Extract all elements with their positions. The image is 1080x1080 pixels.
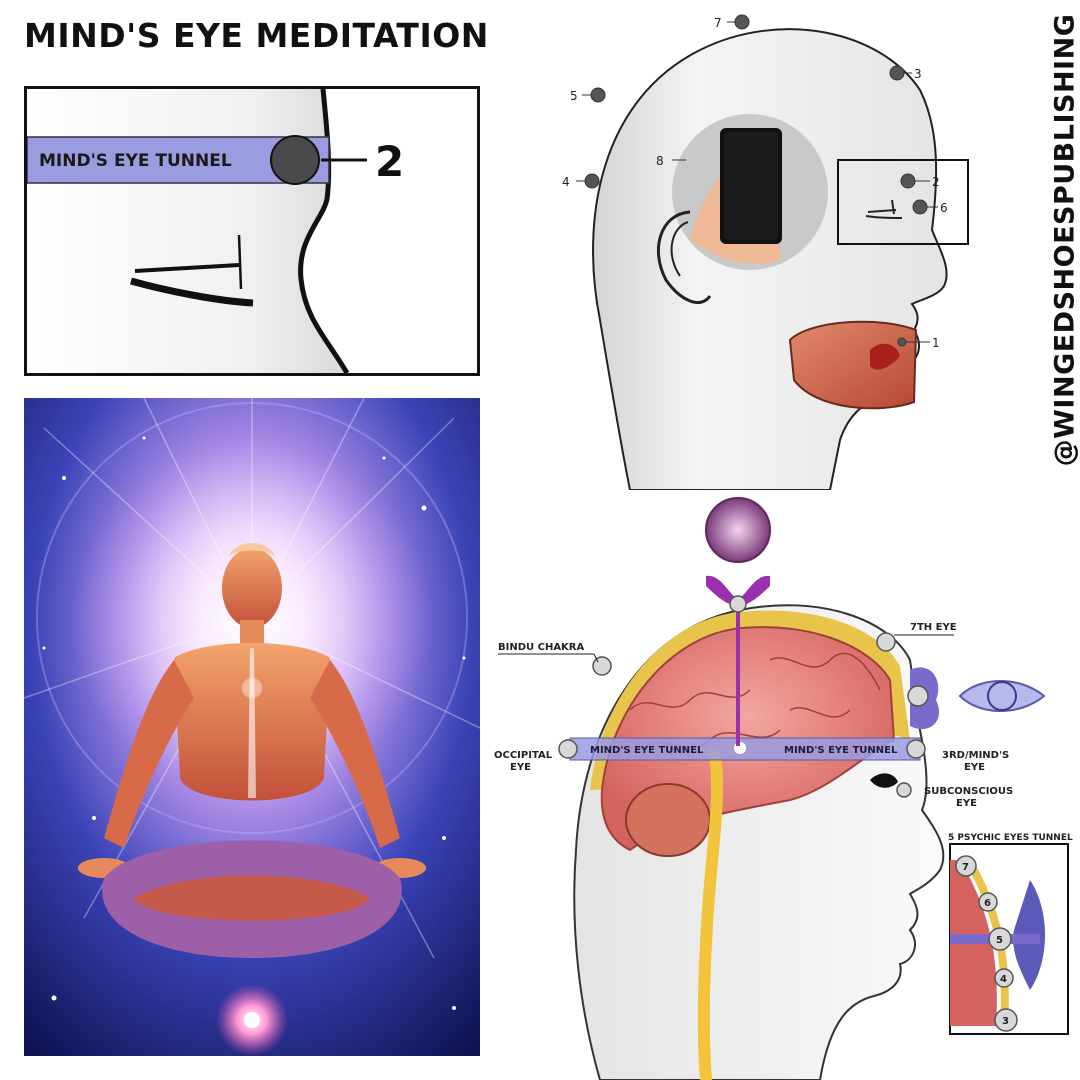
crown-chakra-icon [705,497,771,563]
crown-node [729,595,747,613]
point-3-marker [889,65,905,81]
inset-node-3 [994,1008,1018,1032]
third-eye-node [907,685,929,707]
meditation-illustration [24,398,480,1056]
label-tunnel-right: MIND'S EYE TUNNEL [784,745,898,756]
point-label-5: 5 [570,89,578,103]
point-label-7: 7 [714,16,722,30]
psychic-eyes-inset: 7 6 5 4 3 [949,843,1069,1035]
label-bindu-chakra: BINDU CHAKRA [498,642,585,653]
inset-node-6 [978,892,998,912]
point-4-marker [584,173,600,189]
label-occipital-1: OCCIPITAL [494,750,553,761]
label-subconscious-1: SUBCONSCIOUS [924,786,1013,797]
eye-region-box [837,159,969,245]
seventh-eye-node [876,632,896,652]
occipital-eye-node [558,739,578,759]
point-number: 2 [375,137,405,186]
inset-number-6: 6 [984,898,991,909]
tunnel-label: MIND'S EYE TUNNEL [39,151,232,171]
inset-title: 5 PSYCHIC EYES TUNNEL [948,833,1073,843]
label-occipital-2: EYE [510,762,531,773]
point-5-marker [590,87,606,103]
point-label-2: 2 [932,175,940,189]
brain-illustration: BINDU CHAKRA 7TH EYE OCCIPITAL EYE MIND'… [494,497,1073,1080]
third-eye-chakra-icon [958,680,1046,712]
head-points-diagram: 7 3 5 4 2 6 1 8 [540,0,1040,490]
inset-node-7 [955,855,977,877]
label-tunnel-left: MIND'S EYE TUNNEL [590,745,704,756]
inset-node-4 [994,968,1014,988]
eye-point-2 [270,135,320,185]
bindu-chakra-node [592,656,612,676]
watermark: @WINGEDSHOESPUBLISHING [1049,10,1080,470]
point-2-marker [900,173,916,189]
label-third-eye-2: EYE [964,762,985,773]
page-title: MIND'S EYE MEDITATION [24,16,489,55]
point-label-1: 1 [932,336,940,350]
point-label-3: 3 [914,67,922,81]
inset-number-3: 3 [1002,1016,1009,1027]
inset-node-5 [988,927,1012,951]
point-1-marker [897,337,907,347]
label-seventh-eye: 7TH EYE [910,622,957,633]
point-7-marker [734,14,750,30]
label-third-eye-1: 3RD/MIND'S [942,750,1009,761]
inset-number-7: 7 [962,862,969,873]
point-label-6: 6 [940,201,948,215]
subconscious-eye-node [896,782,912,798]
inset-number-4: 4 [1000,974,1007,985]
brain-cross-section-diagram: BINDU CHAKRA 7TH EYE OCCIPITAL EYE MIND'… [490,490,1080,1080]
point-label-4: 4 [562,175,570,189]
mind-eye-node [906,739,926,759]
point-label-8: 8 [656,154,664,168]
zoom-face-illustration [27,89,367,373]
zoom-panel: MIND'S EYE TUNNEL 2 [24,86,480,376]
point-6-marker [912,199,928,215]
label-subconscious-2: EYE [956,798,977,809]
head-side-illustration: 7 3 5 4 2 6 1 8 [562,14,969,490]
meditating-figure-art [24,398,480,1056]
inset-number-5: 5 [996,935,1003,946]
watermark-text: @WINGEDSHOESPUBLISHING [1049,13,1080,467]
